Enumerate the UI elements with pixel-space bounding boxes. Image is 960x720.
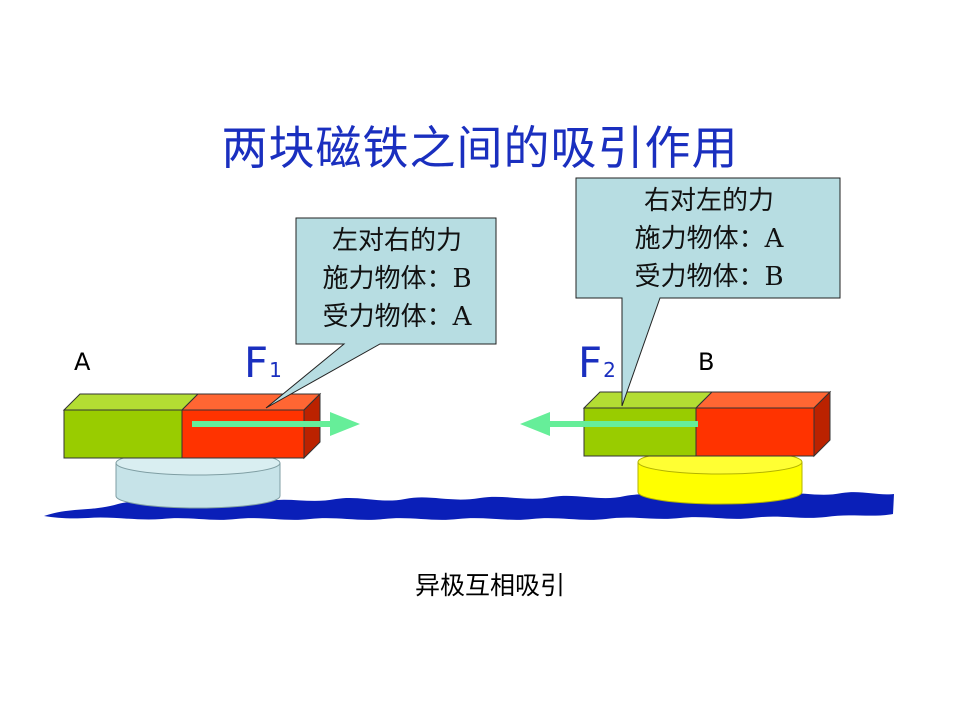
force-2-subscript: 2 <box>603 358 616 382</box>
magnet-a <box>62 392 322 460</box>
callout-left-box <box>265 217 497 409</box>
callout-left-line3: 受力物体：A <box>322 302 472 332</box>
callout-right: 右对左的力 施力物体：A 受力物体：B <box>578 182 840 296</box>
force-arrow-f2 <box>520 412 698 436</box>
magnet-b <box>582 390 832 458</box>
force-1-symbol: F <box>244 338 269 387</box>
magnet-a-label: A <box>74 348 91 376</box>
float-b <box>637 449 803 505</box>
force-1-label: F1 <box>244 338 282 387</box>
callout-right-line2: 施力物体：A <box>634 224 784 254</box>
caption: 异极互相吸引 <box>414 571 565 600</box>
callout-left-line1: 左对右的力 <box>331 226 462 256</box>
force-2-symbol: F <box>578 338 603 387</box>
force-arrow-f1 <box>192 412 360 436</box>
callout-right-line1: 右对左的力 <box>643 186 774 216</box>
slide-title: 两块磁铁之间的吸引作用 <box>221 121 739 175</box>
force-1-subscript: 1 <box>269 358 282 382</box>
callout-right-box <box>575 177 841 407</box>
callout-left-line2: 施力物体：B <box>322 264 472 294</box>
force-2-label: F2 <box>578 338 616 387</box>
magnet-b-label: B <box>698 348 715 376</box>
float-a <box>115 450 281 509</box>
callout-right-line3: 受力物体：B <box>634 262 784 292</box>
callout-left: 左对右的力 施力物体：B 受力物体：A <box>298 222 496 336</box>
